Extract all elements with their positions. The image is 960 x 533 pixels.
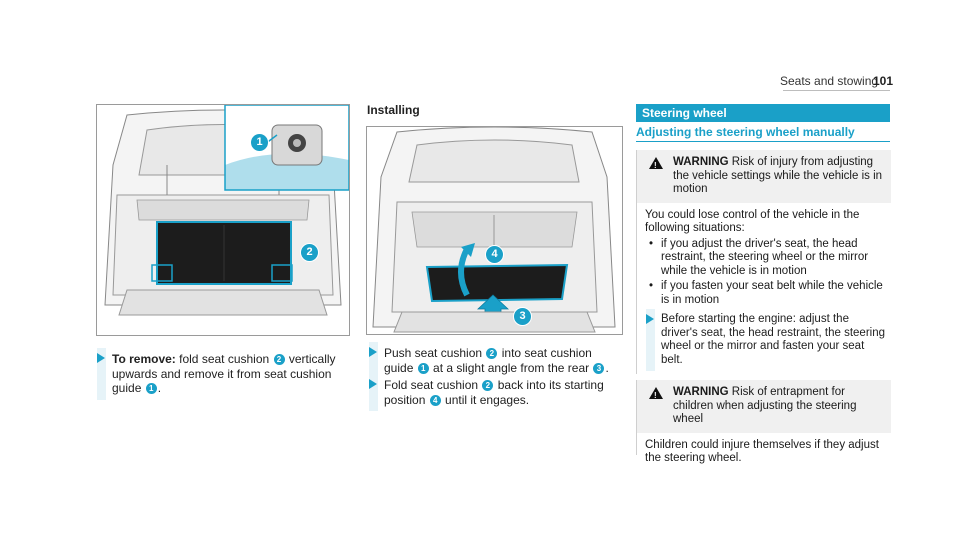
step-install-push: Push seat cushion 2 into seat cushion gu… xyxy=(369,342,620,379)
callout-3: 3 xyxy=(513,307,532,326)
step-remove: To remove: fold seat cushion 2 verticall… xyxy=(97,348,348,400)
step-text: . xyxy=(157,381,162,395)
step-install-fold: Fold seat cushion 2 back into its starti… xyxy=(369,374,620,411)
warning-step-text: Before starting the engine: adjust the d… xyxy=(661,313,886,366)
step-shade xyxy=(369,374,378,411)
ref-2: 2 xyxy=(273,354,285,365)
warning-head-text: Risk of injury from adjusting the vehicl… xyxy=(673,156,883,195)
step-shade xyxy=(97,348,106,400)
warning-triangle-icon xyxy=(649,387,663,403)
warning-head-text: Risk of entrapment for children when adj… xyxy=(673,386,857,425)
installing-heading: Installing xyxy=(367,103,420,117)
subheading-rule xyxy=(636,141,890,142)
warning-box-2: WARNING Risk of entrapment for children … xyxy=(636,380,891,464)
warning-triangle-icon xyxy=(649,157,663,173)
warning-text: You could lose control of the vehicle in… xyxy=(645,208,860,235)
step-text: vertically upwards and remove it from se… xyxy=(112,352,336,395)
page-number: 101 xyxy=(873,74,894,88)
warning-body-2: Children could injure themselves if they… xyxy=(645,438,879,465)
ref-3: 3 xyxy=(593,362,605,374)
running-header-title: Seats and stowing xyxy=(780,74,879,88)
step-text: until it engages. xyxy=(441,392,530,407)
warning-body-1: You could lose control of the vehicle in… xyxy=(637,203,891,312)
ref-1: 1 xyxy=(417,362,429,374)
figure-install-seat-cushion: 4 3 xyxy=(366,126,623,335)
ref-4: 4 xyxy=(429,394,441,406)
step-text: fold seat cushion xyxy=(175,352,273,366)
warning-box-1: WARNING Risk of injury from adjusting th… xyxy=(636,150,891,374)
callout-4: 4 xyxy=(485,245,504,264)
warning-step-1: Before starting the engine: adjust the d… xyxy=(646,309,887,371)
ref-1: 1 xyxy=(145,383,157,394)
header-rule xyxy=(783,90,890,91)
step-text: back into its starting position xyxy=(384,378,604,407)
step-lead: To remove: xyxy=(112,352,176,366)
trunk-illustration-middle xyxy=(372,127,616,333)
warning-bullet: if you fasten your seat belt while the v… xyxy=(645,280,883,307)
figure-remove-seat-cushion: 1 2 xyxy=(96,104,350,336)
warning-header-2: WARNING Risk of entrapment for children … xyxy=(637,380,891,433)
step-text: at a slight angle from the rear xyxy=(429,360,593,375)
warning-label: WARNING xyxy=(673,156,729,168)
ref-2: 2 xyxy=(486,348,498,359)
warning-label: WARNING xyxy=(673,386,729,398)
step-text: into seat cushion guide xyxy=(384,346,592,375)
subheading: Adjusting the steering wheel manually xyxy=(636,125,855,139)
section-title-bar: Steering wheel xyxy=(636,104,890,122)
trunk-illustration-left xyxy=(104,105,349,316)
step-arrow-icon xyxy=(369,379,377,389)
step-arrow-icon xyxy=(97,353,105,363)
step-text: Push seat cushion xyxy=(384,346,486,360)
step-shade xyxy=(646,309,655,371)
ref-2: 2 xyxy=(482,380,494,391)
warning-bullet: if you adjust the driver's seat, the hea… xyxy=(645,238,883,279)
step-text: Fold seat cushion xyxy=(384,378,482,392)
step-arrow-icon xyxy=(369,347,377,357)
step-arrow-icon xyxy=(646,314,654,324)
callout-2: 2 xyxy=(300,243,319,262)
step-text: . xyxy=(605,360,609,375)
step-shade xyxy=(369,342,378,379)
warning-header-1: WARNING Risk of injury from adjusting th… xyxy=(637,150,891,203)
callout-1: 1 xyxy=(250,133,269,152)
